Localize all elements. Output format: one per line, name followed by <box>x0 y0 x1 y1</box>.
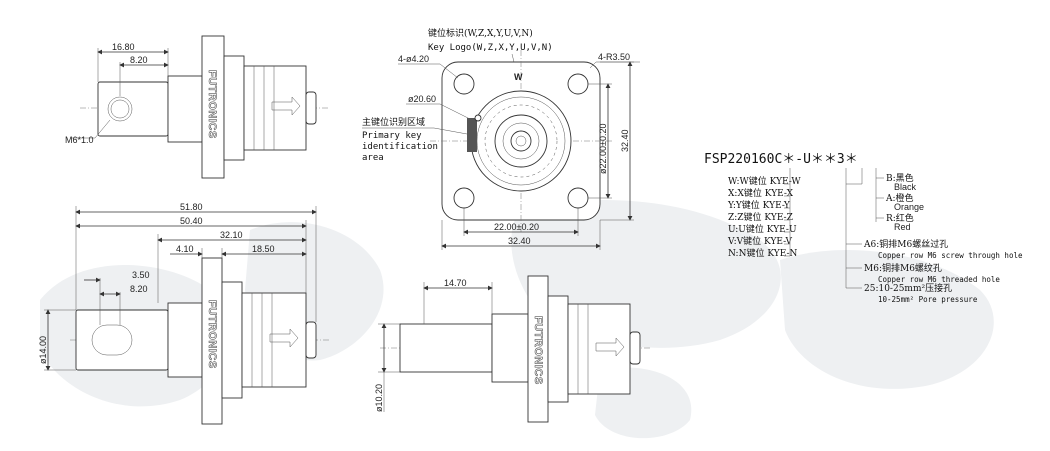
thread-hole <box>107 96 133 122</box>
key-logo-cn: 键位标识(W,Z,X,Y,U,V,N) <box>428 27 533 39</box>
dim-dia-10-20: ø10.20 <box>374 384 384 412</box>
brand-label-3: FUTRONICS <box>532 316 544 385</box>
bore-callout: ø20.60 <box>408 94 436 104</box>
brand-label: FUTRONICS <box>206 70 218 139</box>
socket-shell-3 <box>567 303 631 395</box>
primary-key-cn: 主键位识别区域 <box>362 116 425 128</box>
contact-pin <box>510 130 532 152</box>
rear-housing <box>223 55 245 161</box>
thread-callout: M6*1.0 <box>65 135 94 145</box>
primary-key-en-3: area <box>362 153 384 163</box>
color-red-cn: R:红色 <box>886 212 914 224</box>
key-option-w: W:W键位 KYE-W <box>728 175 801 187</box>
part-number-legend: FSP220160C＊-U＊＊3＊ W:W键位 KYE-W X:X键位 KYE-… <box>704 152 1023 304</box>
pin-shaft <box>399 323 493 373</box>
bottom-view: FUTRONICS 14.70 ø10.20 <box>374 275 650 423</box>
mount-hole-bl <box>453 187 475 209</box>
key-option-y: Y:Y键位 KYE-Y <box>727 199 791 211</box>
key-option-u: U:U键位 KYE-U <box>728 223 797 235</box>
rear-housing-2 <box>221 281 243 399</box>
terminal-a6-en: Copper row M6 screw through hole <box>878 251 1023 260</box>
connector-body-2 <box>167 302 203 378</box>
holes-callout: 4-ø4.20 <box>398 54 429 64</box>
dim-size-h: 32.40 <box>508 236 531 246</box>
key-mark-letter: W <box>514 72 523 82</box>
color-orange-en: Orange <box>894 202 924 212</box>
dim-size-v: 32.40 <box>620 129 630 152</box>
mount-hole-tl <box>453 73 475 95</box>
color-black-en: Black <box>894 182 917 192</box>
dim-pitch-v: ø22.00±0.20 <box>598 124 608 174</box>
dim-32-10: 32.10 <box>220 230 243 240</box>
busbar-long <box>75 309 169 371</box>
terminal-m6-cn: M6:铜排M6螺纹孔 <box>864 262 942 274</box>
body-3 <box>491 313 529 383</box>
connector-body <box>167 75 203 143</box>
key-option-v: V:V键位 KYE-V <box>727 235 793 247</box>
color-orange-cn: A:橙色 <box>885 192 914 204</box>
terminal-options: A6:铜排M6螺丝过孔 Copper row M6 screw through … <box>845 168 1023 304</box>
socket-shell-2 <box>241 292 307 388</box>
color-red-en: Red <box>894 222 911 232</box>
dim-pitch-h: 22.00±0.20 <box>494 222 539 232</box>
color-options: B:黑色 Black A:橙色 Orange R:红色 Red <box>875 168 924 232</box>
dim-51-80: 51.80 <box>180 202 203 212</box>
mount-hole-br <box>567 187 589 209</box>
front-view: 键位标识(W,Z,X,Y,U,V,N) Key Logo(W,Z,X,Y,U,V… <box>362 27 640 250</box>
side-view-top: FUTRONICS 16.80 8.20 M6*1.0 <box>65 35 330 179</box>
terminal-25-en: 10-25mm² Pore pressure <box>878 295 978 304</box>
dim-16-80: 16.80 <box>112 42 135 52</box>
color-black-cn: B:黑色 <box>886 172 914 184</box>
key-option-n: N:N键位 KYE-N <box>728 247 798 259</box>
primary-key-en-1: Primary key <box>362 131 422 141</box>
terminal-25-cn: 25:10-25mm²压接孔 <box>864 282 952 294</box>
dim-dia-14: ø14.00 <box>38 336 48 364</box>
dim-14-70: 14.70 <box>444 278 467 288</box>
dim-18-50: 18.50 <box>252 244 275 254</box>
socket-shell <box>243 65 307 151</box>
brand-label-2: FUTRONICS <box>206 300 218 369</box>
primary-key-mark <box>467 118 477 152</box>
dim-8-20: 8.20 <box>130 55 148 65</box>
terminal-a6-cn: A6:铜排M6螺丝过孔 <box>863 238 948 250</box>
dim-8-20-b: 8.20 <box>130 284 148 294</box>
key-options: W:W键位 KYE-W X:X键位 KYE-X Y:Y键位 KYE-Y Z:Z键… <box>727 168 801 259</box>
key-option-x: X:X键位 KYE-X <box>728 187 794 199</box>
terminal-m6-en: Copper row M6 threaded hole <box>878 275 1000 284</box>
radius-callout: 4-R3.50 <box>598 52 630 62</box>
dim-3-50: 3.50 <box>132 270 150 280</box>
key-option-z: Z:Z键位 KYE-Z <box>728 211 793 223</box>
rear-housing-3 <box>547 295 569 403</box>
primary-key-en-2: identification <box>362 142 438 152</box>
mount-hole-tr <box>567 73 589 95</box>
side-view-bottom: FUTRONICS 51.80 50.40 32.10 4.10 18.50 3… <box>38 202 330 425</box>
dim-50-40: 50.40 <box>180 216 203 226</box>
part-number-code: FSP220160C＊-U＊＊3＊ <box>704 152 858 167</box>
dim-4-10: 4.10 <box>176 244 194 254</box>
key-logo-en: Key Logo(W,Z,X,Y,U,V,N) <box>428 43 553 53</box>
busbar <box>97 81 169 137</box>
